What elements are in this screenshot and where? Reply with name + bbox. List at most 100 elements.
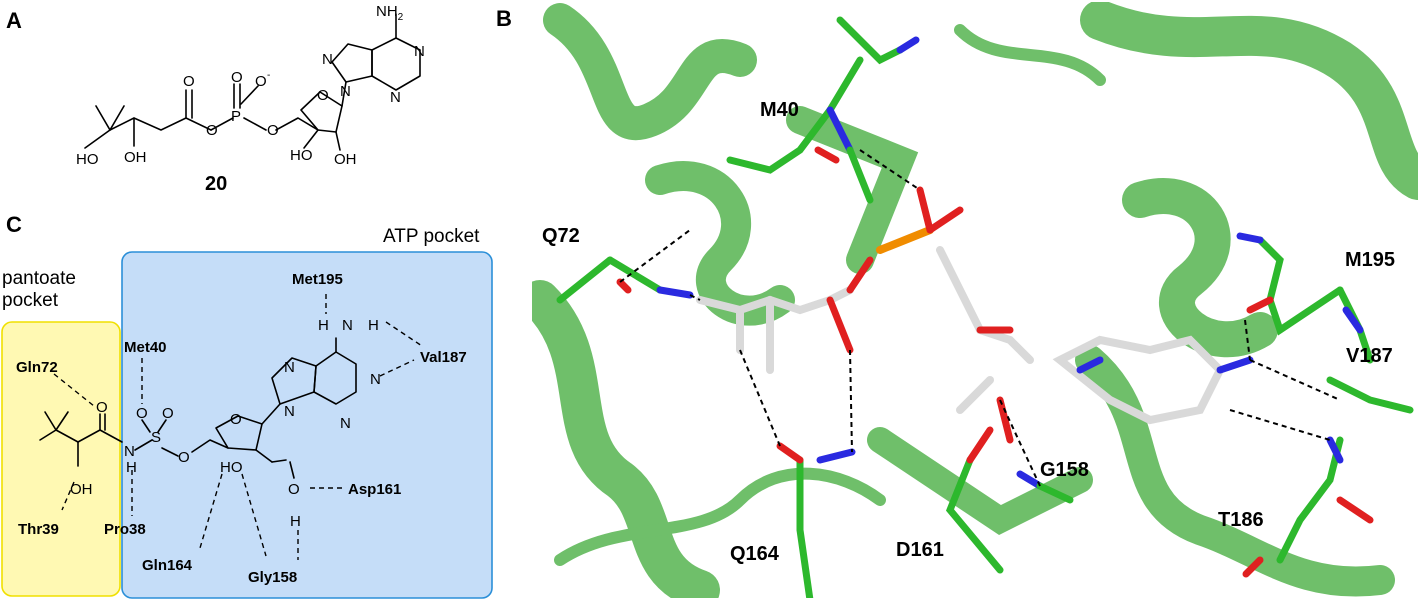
atom-o-carbonyl-c: O <box>96 399 108 416</box>
bond-p-ominus <box>240 85 259 105</box>
imidazole-ring <box>331 43 373 83</box>
atom-o-minus: O <box>255 73 267 90</box>
res3d-t186: T186 <box>1218 509 1264 531</box>
stick-m195-n <box>1236 232 1264 244</box>
stick-q164-n <box>816 448 856 464</box>
stick-v187-b <box>1326 376 1414 414</box>
atom-o-p1: O <box>231 69 243 86</box>
stick-m195-o <box>1246 296 1274 314</box>
ligand-sticks <box>696 186 1254 444</box>
compound-label: 20 <box>205 173 227 195</box>
residue-sticks <box>556 16 1414 598</box>
methyl-bond-2 <box>109 105 125 131</box>
hb3d-m195 <box>1244 319 1251 361</box>
hb3d-g158 <box>999 399 1041 487</box>
stick-q72-n <box>656 286 694 299</box>
atom-n9: N <box>340 83 351 100</box>
ligand-p-o1 <box>916 186 934 234</box>
ligand-adenine-n9 <box>1076 356 1104 374</box>
loop-2 <box>954 24 1106 86</box>
hb-gln164 <box>199 473 223 549</box>
stick-top <box>836 16 904 65</box>
ligand-ribose-c <box>956 376 994 414</box>
hbond-lines-c <box>53 294 423 560</box>
atom-o-ester-2: O <box>267 122 279 139</box>
stick-top-n <box>896 36 920 54</box>
stick-t186-og <box>1242 556 1264 578</box>
hb-val187-n <box>379 359 415 377</box>
stick-v187-n <box>1342 306 1364 334</box>
stick-m40-o <box>814 146 840 164</box>
loop-1 <box>554 467 886 566</box>
helix-6 <box>1075 345 1395 597</box>
atom-o-s1: O <box>136 405 148 422</box>
bond-o-p <box>210 117 234 131</box>
pyrimidine-ring <box>371 37 421 91</box>
stick-m40-n <box>826 106 854 154</box>
hb3d-v187 <box>1249 359 1341 401</box>
res3d-d161: D161 <box>896 539 944 561</box>
stick-g158-n <box>1016 470 1044 490</box>
strand-1 <box>786 106 919 274</box>
atp-pocket-box <box>121 251 493 599</box>
stick-t186-o <box>1336 496 1374 524</box>
atom-nh2: NH2 <box>376 3 404 23</box>
atom-s: S <box>151 429 161 446</box>
stick-q72-o <box>616 278 632 294</box>
stick-q72-a <box>556 256 614 304</box>
atom-oh-c: OH <box>70 481 93 498</box>
helix-4 <box>1080 2 1418 200</box>
pantoate-pocket-label-1: pantoate <box>2 268 76 289</box>
res-val187: Val187 <box>420 349 467 366</box>
atom-n3: N <box>390 89 401 106</box>
stick-m40 <box>726 56 864 174</box>
bond-oh2 <box>335 131 341 151</box>
hb3d-q72-b <box>689 294 701 301</box>
atom-oh-1: OH <box>124 149 147 166</box>
ligand-o-carbonyl <box>826 296 854 354</box>
atom-h-1: H <box>318 317 329 334</box>
res-met40: Met40 <box>124 339 167 356</box>
atom-n-h: N <box>124 443 135 460</box>
atom-n1: N <box>414 43 425 60</box>
bond-ch2 <box>275 117 319 131</box>
res3d-v187: V187 <box>1346 345 1393 367</box>
atom-p: P <box>231 108 241 125</box>
bond-s-o1 <box>141 419 151 433</box>
panel-c: C pantoate pocket ATP pocket <box>1 212 493 599</box>
atom-n9-c: N <box>284 403 295 420</box>
atom-n3-c: N <box>340 415 351 432</box>
bond-s-o2 <box>157 419 167 433</box>
hb-val187-h <box>385 321 423 347</box>
pantoate-pocket-label-2: pocket <box>2 290 59 311</box>
res3d-q164: Q164 <box>730 543 780 565</box>
ligand-o-ester <box>846 256 874 294</box>
bond-p-o2 <box>243 117 267 131</box>
atom-o-ester-1: O <box>206 122 218 139</box>
res-thr39: Thr39 <box>18 521 59 538</box>
atom-n7-c: N <box>284 359 295 376</box>
inhibitor-structure <box>39 337 357 479</box>
atom-n1-c: N <box>370 371 381 388</box>
bond-oh-2 <box>289 461 295 479</box>
atom-o-carbonyl: O <box>183 73 195 90</box>
bond-ribose-c2 <box>255 449 273 463</box>
ligand-phosphate <box>876 226 934 254</box>
bond-n-s <box>134 439 153 451</box>
bond-chain <box>55 429 123 443</box>
bond-c2-c1 <box>271 459 287 463</box>
bond-ho1 <box>303 129 319 149</box>
atom-minus: - <box>267 70 270 81</box>
res-gln164: Gln164 <box>142 557 193 574</box>
stick-d161 <box>945 456 1004 574</box>
atom-n7: N <box>322 51 333 68</box>
panel-b: B <box>496 2 1418 598</box>
methyl-bond-1 <box>95 105 111 131</box>
res3d-g158: G158 <box>1040 459 1089 481</box>
atom-h-2: H <box>368 317 379 334</box>
res-met195: Met195 <box>292 271 343 288</box>
atp-pocket-label: ATP pocket <box>383 226 480 247</box>
helix-2 <box>532 280 720 598</box>
atom-o-link: O <box>178 449 190 466</box>
